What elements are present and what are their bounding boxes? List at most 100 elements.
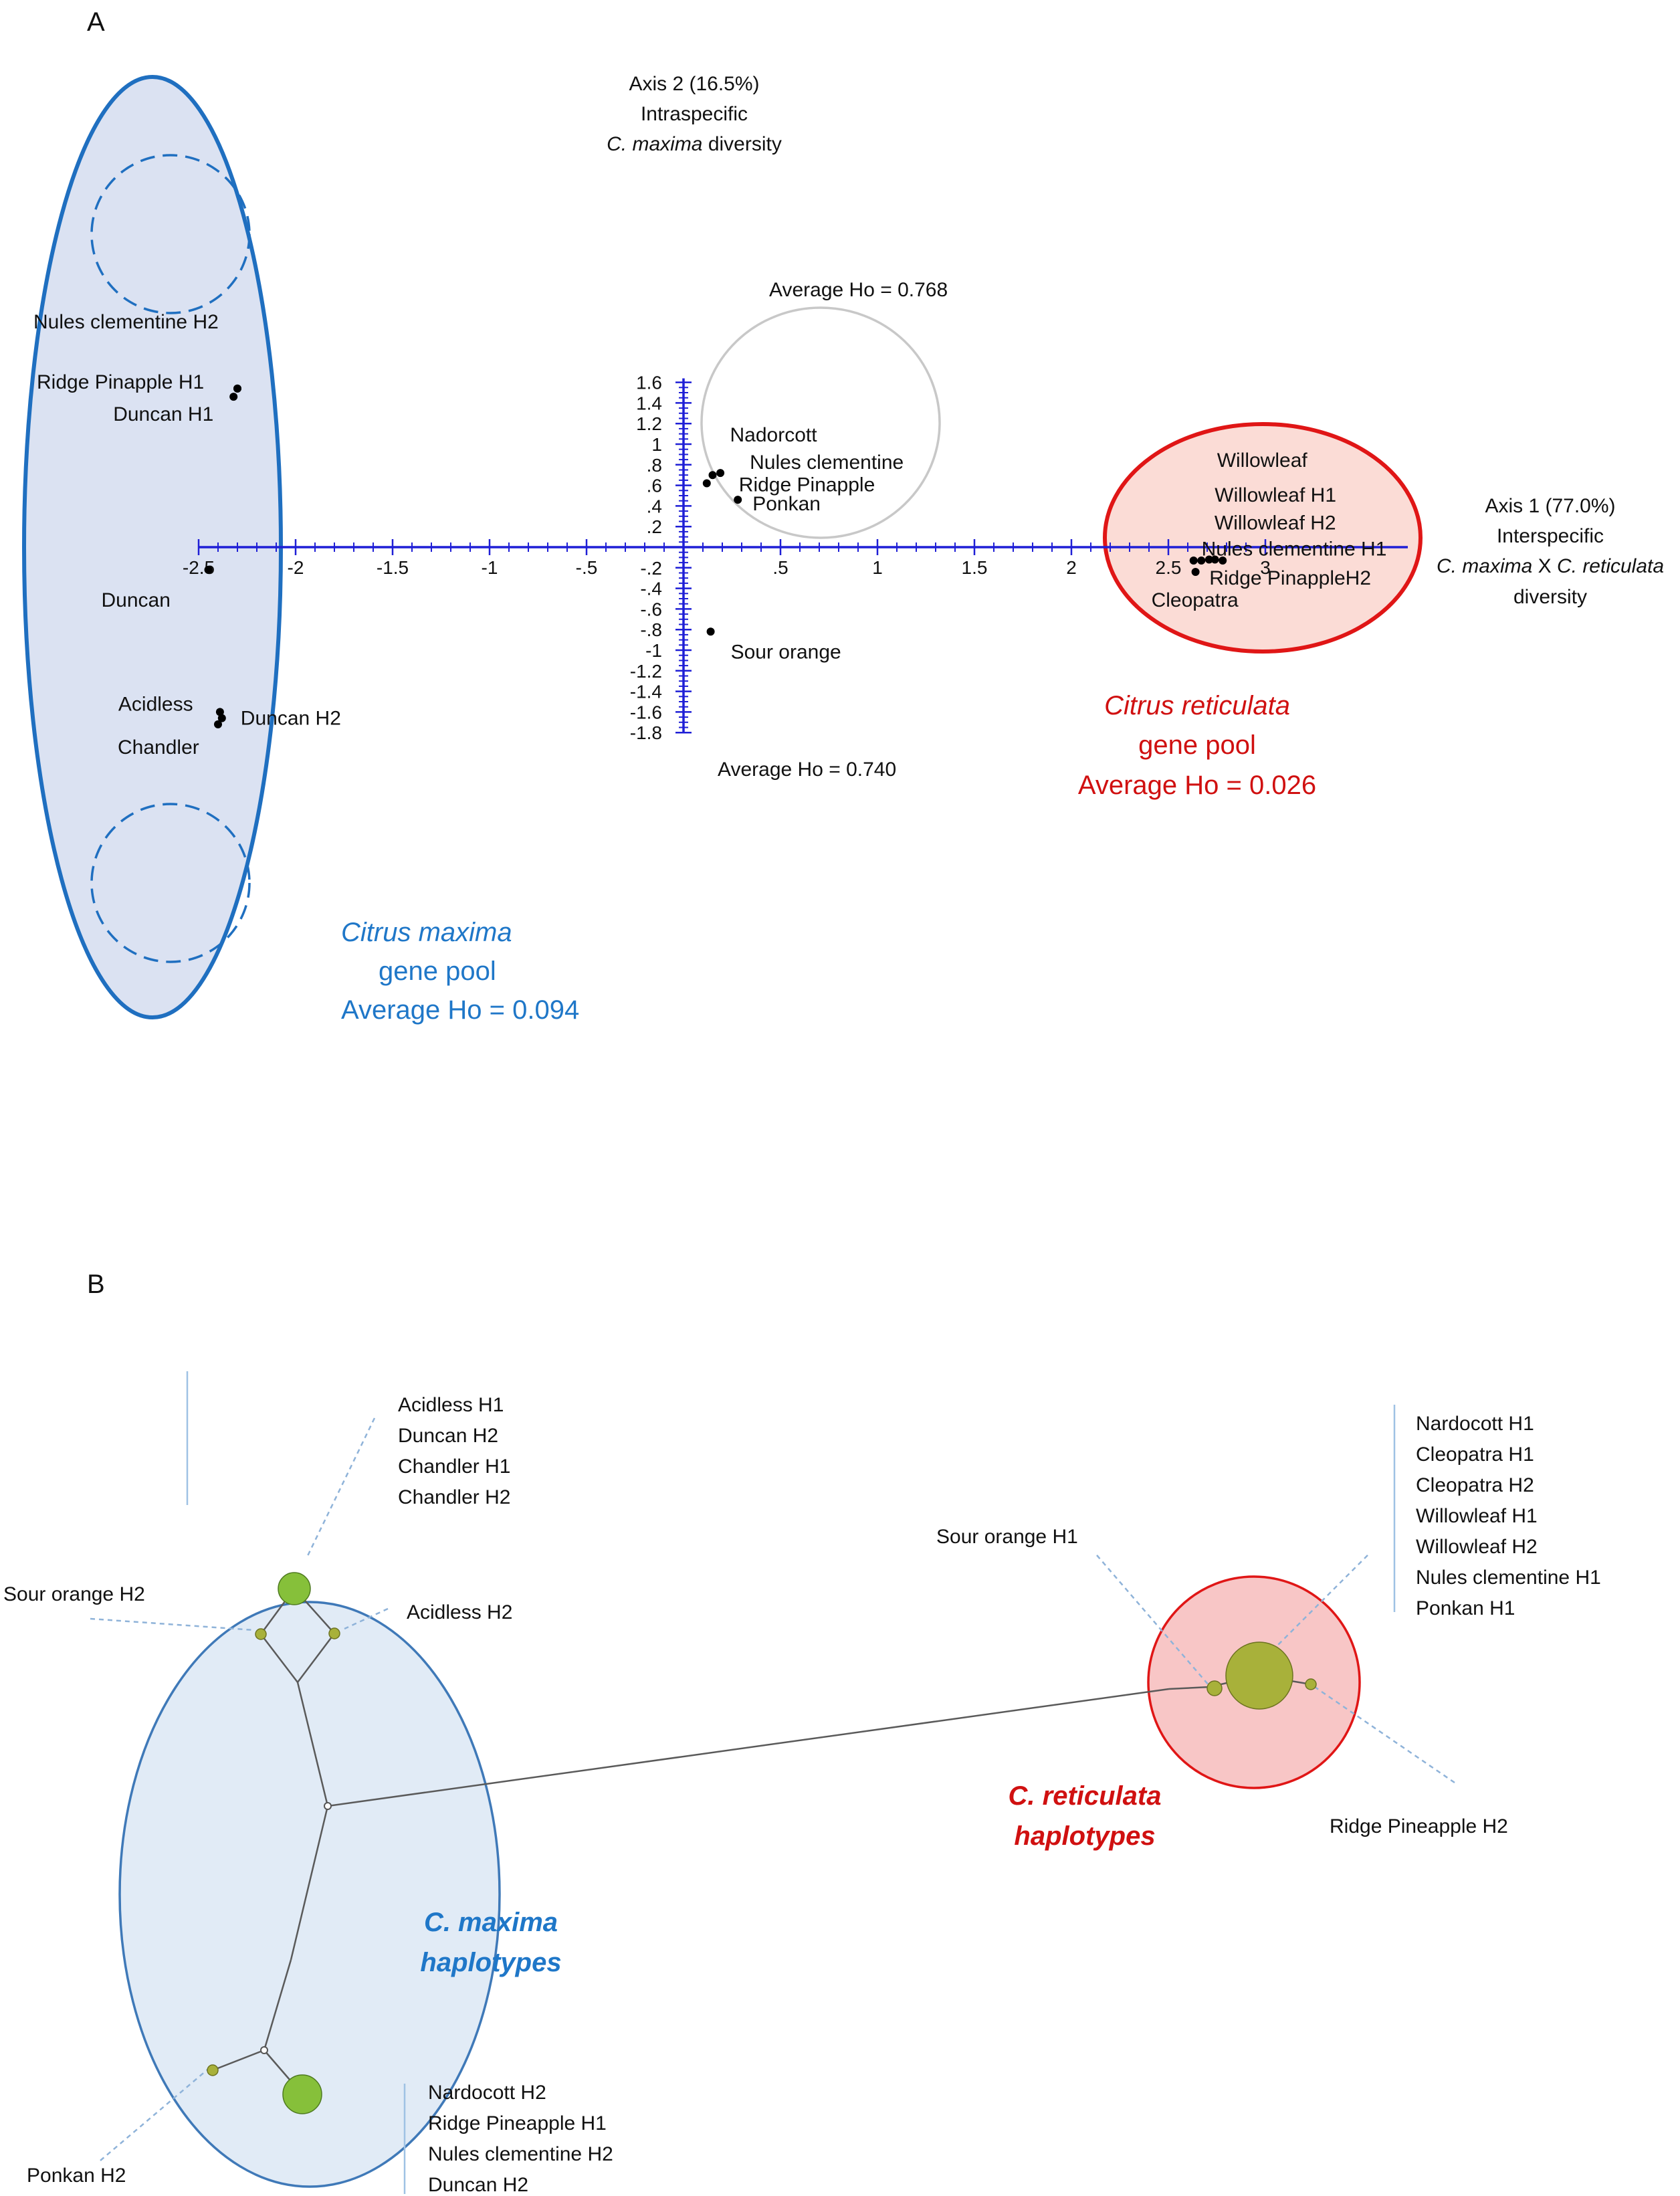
svg-text:Chandler H2: Chandler H2: [398, 1486, 510, 1508]
x-tick-label: 2: [1066, 557, 1077, 578]
y-tick-label: 1: [651, 434, 662, 455]
svg-text:C. maxima diversity: C. maxima diversity: [607, 133, 782, 155]
data-point: [233, 384, 241, 393]
right-haplotype-list: Nardocott H1 Cleopatra H1 Cleopatra H2 W…: [1416, 1413, 1601, 1619]
x-tick-label: 2.5: [1156, 557, 1182, 578]
data-point-label: Chandler: [118, 736, 199, 759]
svg-text:Axis 1 (77.0%): Axis 1 (77.0%): [1485, 495, 1615, 517]
maxima-haplotypes-caption: C. maxima haplotypes: [420, 1908, 561, 1977]
svg-text:Chandler H1: Chandler H1: [398, 1456, 510, 1478]
x-tick-label: -1: [482, 557, 498, 578]
axis2-title: Axis 2 (16.5%) Intraspecific C. maxima d…: [607, 73, 782, 155]
ponkan-h2-node: [207, 2064, 219, 2076]
svg-text:haplotypes: haplotypes: [420, 1948, 561, 1977]
scatter-points: Nules clementine H2 Ridge Pinapple H1 Dunc…: [33, 311, 1386, 759]
data-point: [217, 714, 226, 722]
svg-text:C. reticulata: C. reticulata: [1009, 1781, 1162, 1811]
y-tick-label: -1.2: [630, 661, 662, 682]
ponkan-h2-label: Ponkan H2: [27, 2165, 126, 2187]
data-point: [1197, 557, 1206, 565]
svg-text:Citrus reticulata: Citrus reticulata: [1104, 691, 1290, 720]
data-point: [716, 469, 725, 478]
svg-text:Axis 2 (16.5%): Axis 2 (16.5%): [629, 73, 759, 95]
leader-lines: [90, 1371, 1455, 2194]
data-point: [702, 479, 711, 488]
data-point: [1191, 567, 1200, 576]
ridge-pineapple-h2-label: Ridge Pineapple H2: [1330, 1815, 1508, 1837]
data-point: [229, 393, 238, 401]
x-tick-label: 1.5: [962, 557, 988, 578]
data-point: [1219, 557, 1227, 565]
acidless-h2-node: [328, 1627, 340, 1639]
median-vector-node: [260, 2046, 268, 2054]
svg-text:Nardocott H2: Nardocott H2: [428, 2082, 546, 2104]
svg-text:Nules clementine H2: Nules clementine H2: [428, 2143, 613, 2165]
svg-text:Nardocott H1: Nardocott H1: [1416, 1413, 1534, 1435]
maxima-haplotypes-ellipse: [118, 1601, 501, 2188]
sour-orange-h2-label: Sour orange H2: [3, 1583, 145, 1605]
svg-text:Citrus maxima: Citrus maxima: [341, 918, 512, 947]
data-point-label: Nules clementine H2: [33, 311, 219, 333]
maxima-gene-pool-caption: Citrus maxima gene pool Average Ho = 0.0…: [341, 918, 579, 1025]
data-point-label: Willowleaf H1: [1215, 484, 1336, 506]
svg-text:C. maxima: C. maxima: [424, 1908, 558, 1937]
sour-orange-h2-node: [255, 1628, 267, 1640]
data-point-label: Duncan H2: [241, 708, 341, 730]
svg-text:Interspecific: Interspecific: [1497, 525, 1604, 547]
haplotype-network-nodes: [207, 1572, 1317, 2114]
reticulata-gene-pool-ellipse: [1103, 422, 1423, 654]
data-point: [708, 471, 717, 480]
x-tick-label: .5: [772, 557, 788, 578]
data-point-label: Ridge Pinapple H1: [37, 371, 204, 393]
data-point: [204, 565, 213, 574]
top-left-haplotype-list: Acidless H1 Duncan H2 Chandler H1 Chandl…: [398, 1394, 510, 1508]
panel-b-label: B: [87, 1270, 105, 1299]
svg-text:diversity: diversity: [1513, 586, 1587, 608]
data-point: [706, 627, 715, 636]
svg-text:Nules clementine H1: Nules clementine H1: [1416, 1567, 1601, 1589]
svg-text:Duncan H2: Duncan H2: [428, 2174, 528, 2196]
svg-text:Duncan H2: Duncan H2: [398, 1425, 498, 1447]
y-tick-label: .8: [647, 455, 662, 476]
maxima-haplotype-node-bottom: [282, 2074, 322, 2114]
svg-text:Willowleaf H2: Willowleaf H2: [1416, 1536, 1538, 1558]
x-tick-label: -2: [288, 557, 304, 578]
svg-text:C. maxima X C. reticulata: C. maxima X C. reticulata: [1437, 555, 1664, 577]
y-tick-label: -.6: [640, 599, 662, 619]
sour-orange-average-ho-label: Average Ho = 0.740: [718, 759, 896, 781]
hybrid-average-ho-label: Average Ho = 0.768: [769, 279, 948, 301]
y-tick-label: 1.2: [636, 413, 662, 434]
svg-text:Cleopatra H1: Cleopatra H1: [1416, 1443, 1534, 1466]
hybrid-group-circle: [700, 306, 941, 539]
svg-text:Intraspecific: Intraspecific: [641, 103, 748, 125]
x-tick-label: -1.5: [377, 557, 409, 578]
y-tick-label: -.8: [640, 619, 662, 640]
y-tick-label: .4: [647, 496, 662, 516]
data-point: [734, 496, 742, 504]
panel-a-label: A: [87, 7, 105, 37]
reticulata-haplotype-node: [1225, 1641, 1293, 1710]
y-tick-label: -.4: [640, 579, 662, 599]
ridge-pineapple-h2-node: [1305, 1678, 1317, 1690]
svg-text:Willowleaf H1: Willowleaf H1: [1416, 1505, 1538, 1527]
data-point-label: Acidless: [118, 693, 193, 715]
x-tick-label: 1: [872, 557, 883, 578]
data-point: [1204, 555, 1213, 564]
data-point-label: Ponkan: [752, 493, 821, 515]
data-point-label: Nules clementine: [750, 452, 904, 474]
y-tick-label: 1.6: [636, 373, 662, 393]
data-point-label: Willowleaf: [1217, 450, 1308, 472]
median-vector-node: [324, 1802, 332, 1810]
svg-text:Average Ho = 0.094: Average Ho = 0.094: [341, 995, 579, 1025]
data-point-label: Ridge PinappleH2: [1209, 567, 1371, 589]
y-tick-label: .6: [647, 476, 662, 496]
y-tick-label: -.2: [640, 558, 662, 579]
data-point-label: Sour orange: [731, 641, 841, 663]
data-point-label: Nadorcott: [730, 424, 818, 446]
svg-text:Average Ho = 0.026: Average Ho = 0.026: [1078, 771, 1316, 800]
maxima-subgroup-top-circle: [90, 154, 251, 314]
maxima-haplotype-node-top: [278, 1572, 311, 1605]
bottom-left-haplotype-list: Nardocott H2 Ridge Pineapple H1 Nules cl…: [428, 2082, 613, 2196]
data-point-label: Willowleaf H2: [1215, 512, 1336, 534]
